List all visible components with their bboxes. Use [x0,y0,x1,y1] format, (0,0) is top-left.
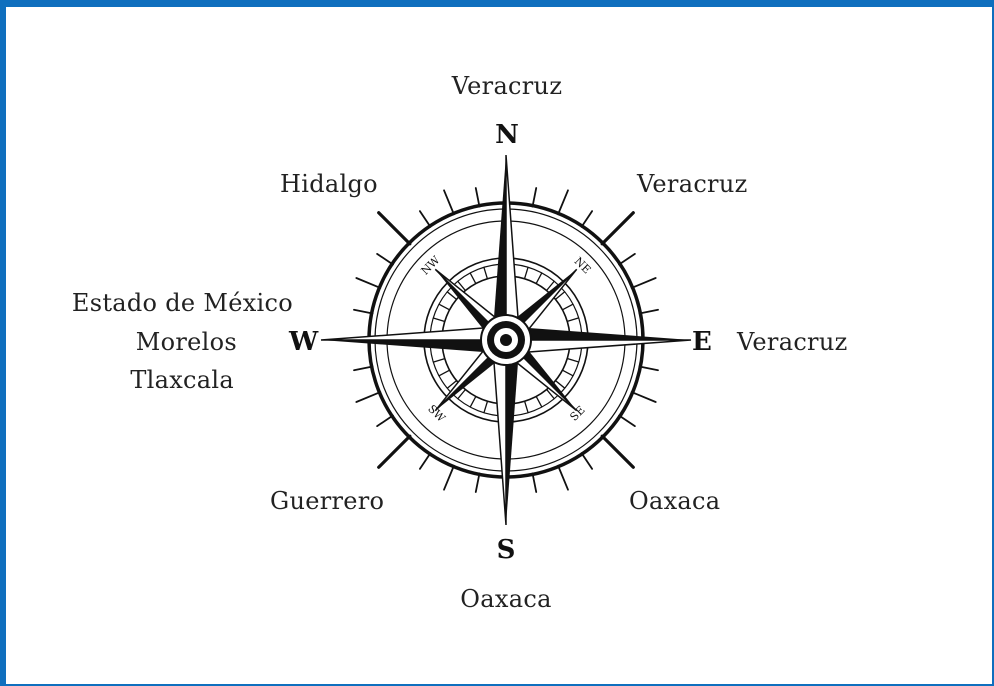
neighbor-east: Veracruz [737,330,848,354]
sw-label: SW [425,402,448,425]
neighbor-south: Oaxaca [460,587,551,611]
ne-label: NE [572,255,594,277]
west-label: W [289,329,318,355]
north-label: N [495,122,519,148]
neighbor-southwest: Guerrero [270,489,384,513]
neighbor-north: Veracruz [452,74,563,98]
neighbor-northeast: Veracruz [637,172,748,196]
neighbor-southeast: Oaxaca [629,489,720,513]
neighbor-west-line1: Estado de México [72,291,293,315]
neighbor-northwest: Hidalgo [280,172,378,196]
east-label: E [692,329,712,355]
neighbor-west-line3: Tlaxcala [130,368,234,392]
neighbor-west-line2: Morelos [136,330,237,354]
south-label: S [497,537,516,563]
